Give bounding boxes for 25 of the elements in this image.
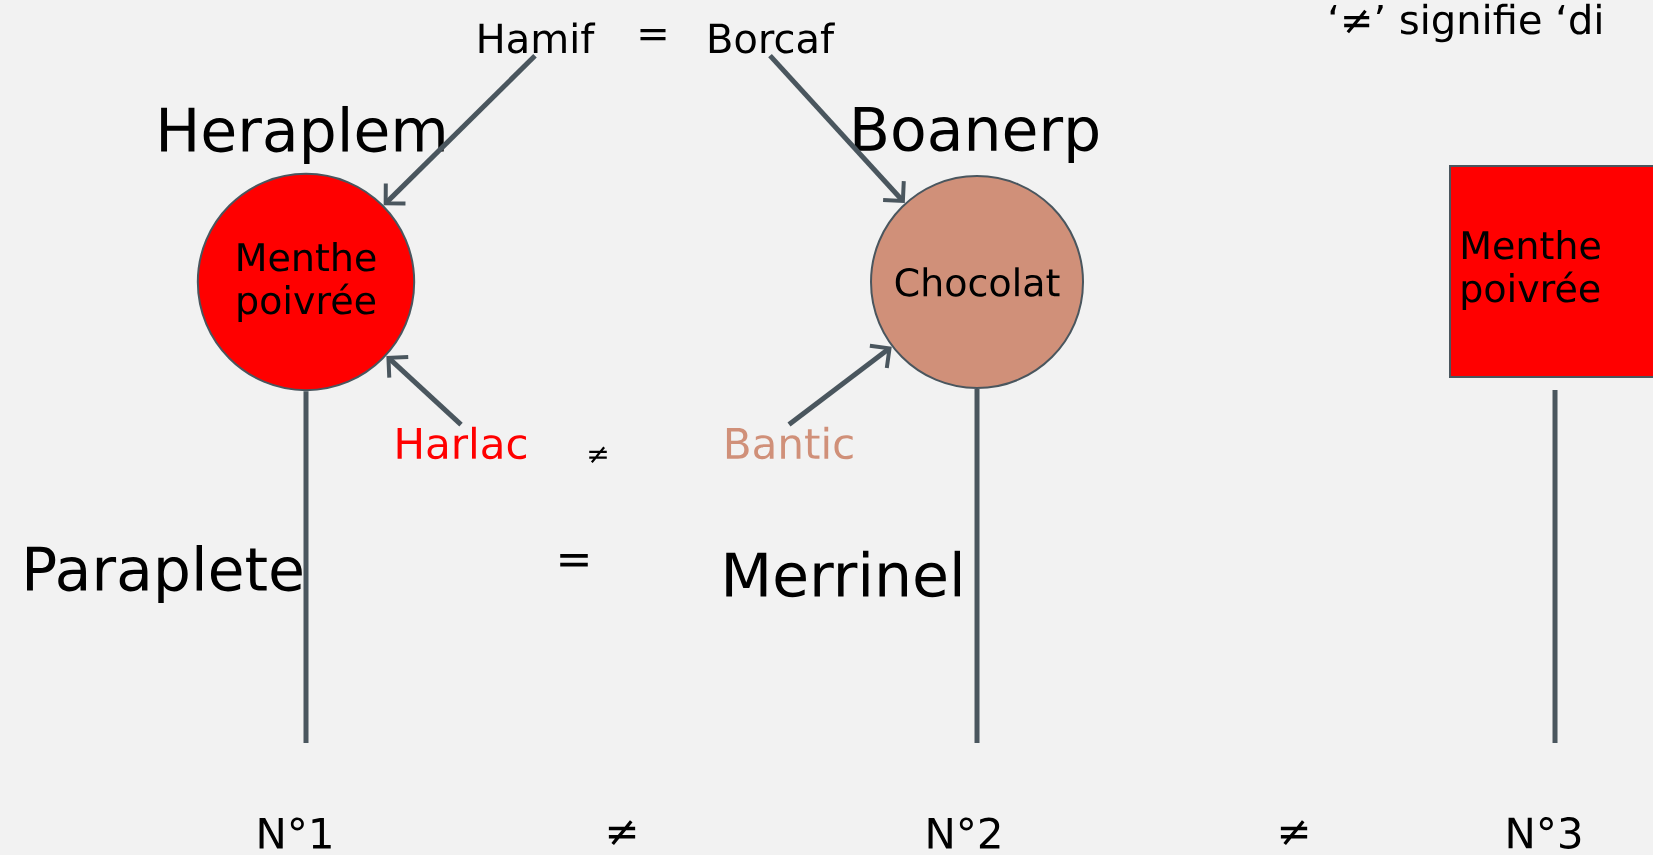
text-label: Hamif [479, 22, 596, 54]
text-label: ≠ [589, 446, 607, 463]
flavor-square: Menthe poivrée [1449, 165, 1653, 378]
stem-line [974, 389, 980, 743]
text-label: N°3 [1508, 817, 1581, 849]
text-label: ≠ [1280, 820, 1308, 845]
heading: Boanerp [854, 106, 1098, 164]
arrow [768, 54, 906, 204]
text-label: N°2 [928, 817, 1000, 849]
text-label: ≠ [608, 820, 636, 845]
arrow [386, 355, 463, 427]
text-label: Bantic [726, 426, 853, 460]
heading: Heraplem [161, 105, 444, 165]
text-label: = [560, 554, 588, 567]
text-label: Paraplete [27, 544, 302, 604]
text-label: Merrinel [726, 550, 961, 598]
arrow [787, 343, 892, 427]
text-label: N°1 [259, 817, 331, 849]
text-label: ‘≠’ signifie ‘di [1330, 3, 1601, 43]
text-label: = [640, 28, 666, 41]
text-label: Harlac [397, 426, 526, 460]
text-label: Borcaf [709, 22, 835, 54]
stem-line [1552, 390, 1558, 743]
stem-line [303, 391, 309, 743]
arrow [383, 53, 537, 206]
